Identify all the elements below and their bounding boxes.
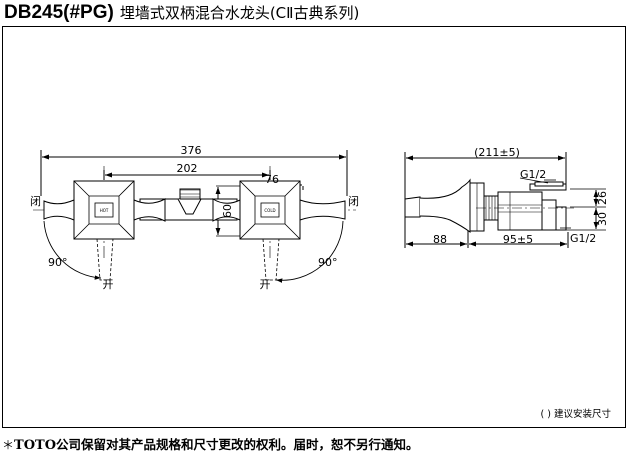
label-angle-left: 90° <box>48 256 68 269</box>
label-thread-bottom: G1/2 <box>570 232 596 245</box>
dim-handle-centers: 202 <box>177 162 198 175</box>
dim-handle-width: 76 <box>265 173 279 186</box>
page-header: DB245(#PG) 埋墙式双柄混合水龙头(CⅡ古典系列) <box>4 2 359 26</box>
hot-mark: HOT <box>100 208 109 213</box>
dim-side-bottom-gap: 30 <box>596 212 609 226</box>
drawing-frame <box>2 26 626 428</box>
side-view-labels: (211±5) 88 95±5 G1/2 G1/2 26 30 <box>433 146 609 246</box>
dim-overall-width: 376 <box>181 144 202 157</box>
label-open-left: 开 <box>103 278 114 291</box>
cold-mark: COLD <box>264 208 275 213</box>
footer-disclaimer: ＊TOTO公司保留对其产品规格和尺寸更改的权利。届时，恕不另行通知。 <box>2 434 419 453</box>
dim-height: 60 <box>221 204 234 218</box>
brand-logo: TOTO <box>14 438 57 453</box>
front-view-labels: 376 202 76 60 闭 闭 开 开 90° 90° HOT COLD <box>30 144 359 291</box>
label-close-right: 闭 <box>348 195 359 208</box>
front-view <box>33 150 356 283</box>
legend-note: ( ) 建议安装尺寸 <box>541 408 612 420</box>
label-open-right: 开 <box>260 278 271 291</box>
dim-side-spout: 88 <box>433 233 447 246</box>
dim-side-top-gap: 26 <box>596 191 609 205</box>
label-close-left: 闭 <box>30 195 41 208</box>
dim-side-wall: 95±5 <box>503 233 533 246</box>
dim-side-overall: (211±5) <box>474 146 520 159</box>
side-view <box>404 152 606 248</box>
model-number: DB245(#PG) <box>4 2 114 23</box>
label-angle-right: 90° <box>318 256 338 269</box>
product-title: 埋墙式双柄混合水龙头(CⅡ古典系列) <box>119 4 360 22</box>
footer-star: ＊ <box>2 438 15 452</box>
footer-note: 公司保留对其产品规格和尺寸更改的权利。届时，恕不另行通知。 <box>56 437 419 452</box>
label-thread-top: G1/2 <box>520 168 546 181</box>
